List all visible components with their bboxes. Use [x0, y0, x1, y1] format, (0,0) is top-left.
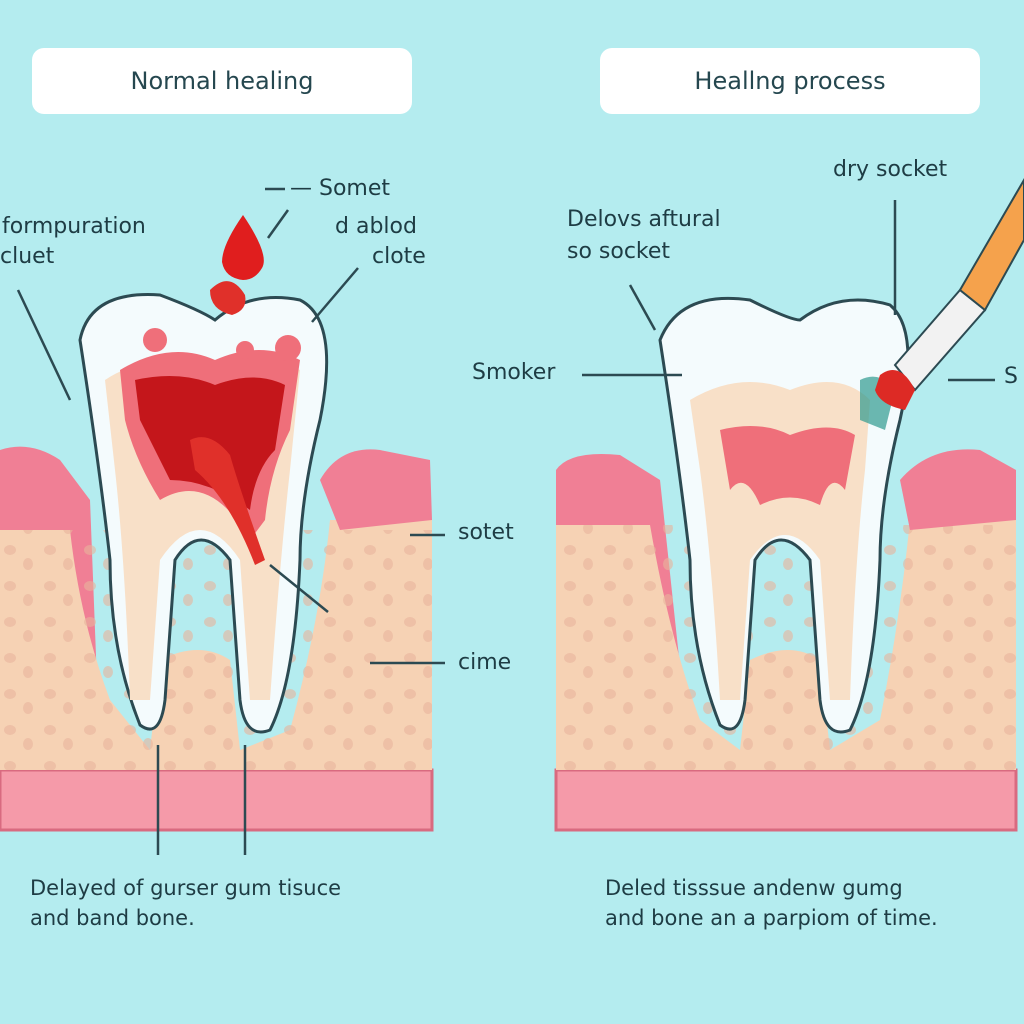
label-cluet: cluet [0, 244, 55, 269]
left-caption-line-1: Delayed of gurser gum tisuce [30, 876, 342, 900]
label-cime: cime [458, 650, 512, 675]
label-delovs: Delovs aftural [567, 207, 721, 232]
left-tooth [78, 281, 329, 734]
label-s: S [1004, 364, 1018, 389]
label-clote: clote [372, 244, 426, 269]
right-gum-bone [554, 449, 1018, 832]
label-smoker: Smoker [472, 360, 556, 385]
right-panel-title: Heallng process [600, 48, 980, 114]
left-gum-bone [0, 446, 434, 832]
right-caption-line-2: and bone an a parpiom of time. [605, 906, 938, 930]
label-dry-socket: dry socket [833, 157, 948, 182]
leader-lines [16, 187, 995, 855]
label-so-socket: so socket [567, 239, 671, 264]
right-caption-line-1: Deled tisssue andenw gumg [605, 876, 903, 900]
label-formpuration: formpuration [2, 214, 146, 239]
label-somet: — Somet [290, 176, 391, 201]
blood-drop-icon [222, 215, 264, 280]
label-sotet: sotet [458, 520, 514, 545]
right-tooth [658, 296, 910, 734]
cigarette-icon [875, 178, 1024, 410]
label-ablod: d ablod [335, 214, 417, 239]
left-caption-line-2: and band bone. [30, 906, 195, 930]
left-panel-title: Normal healing [32, 48, 412, 114]
